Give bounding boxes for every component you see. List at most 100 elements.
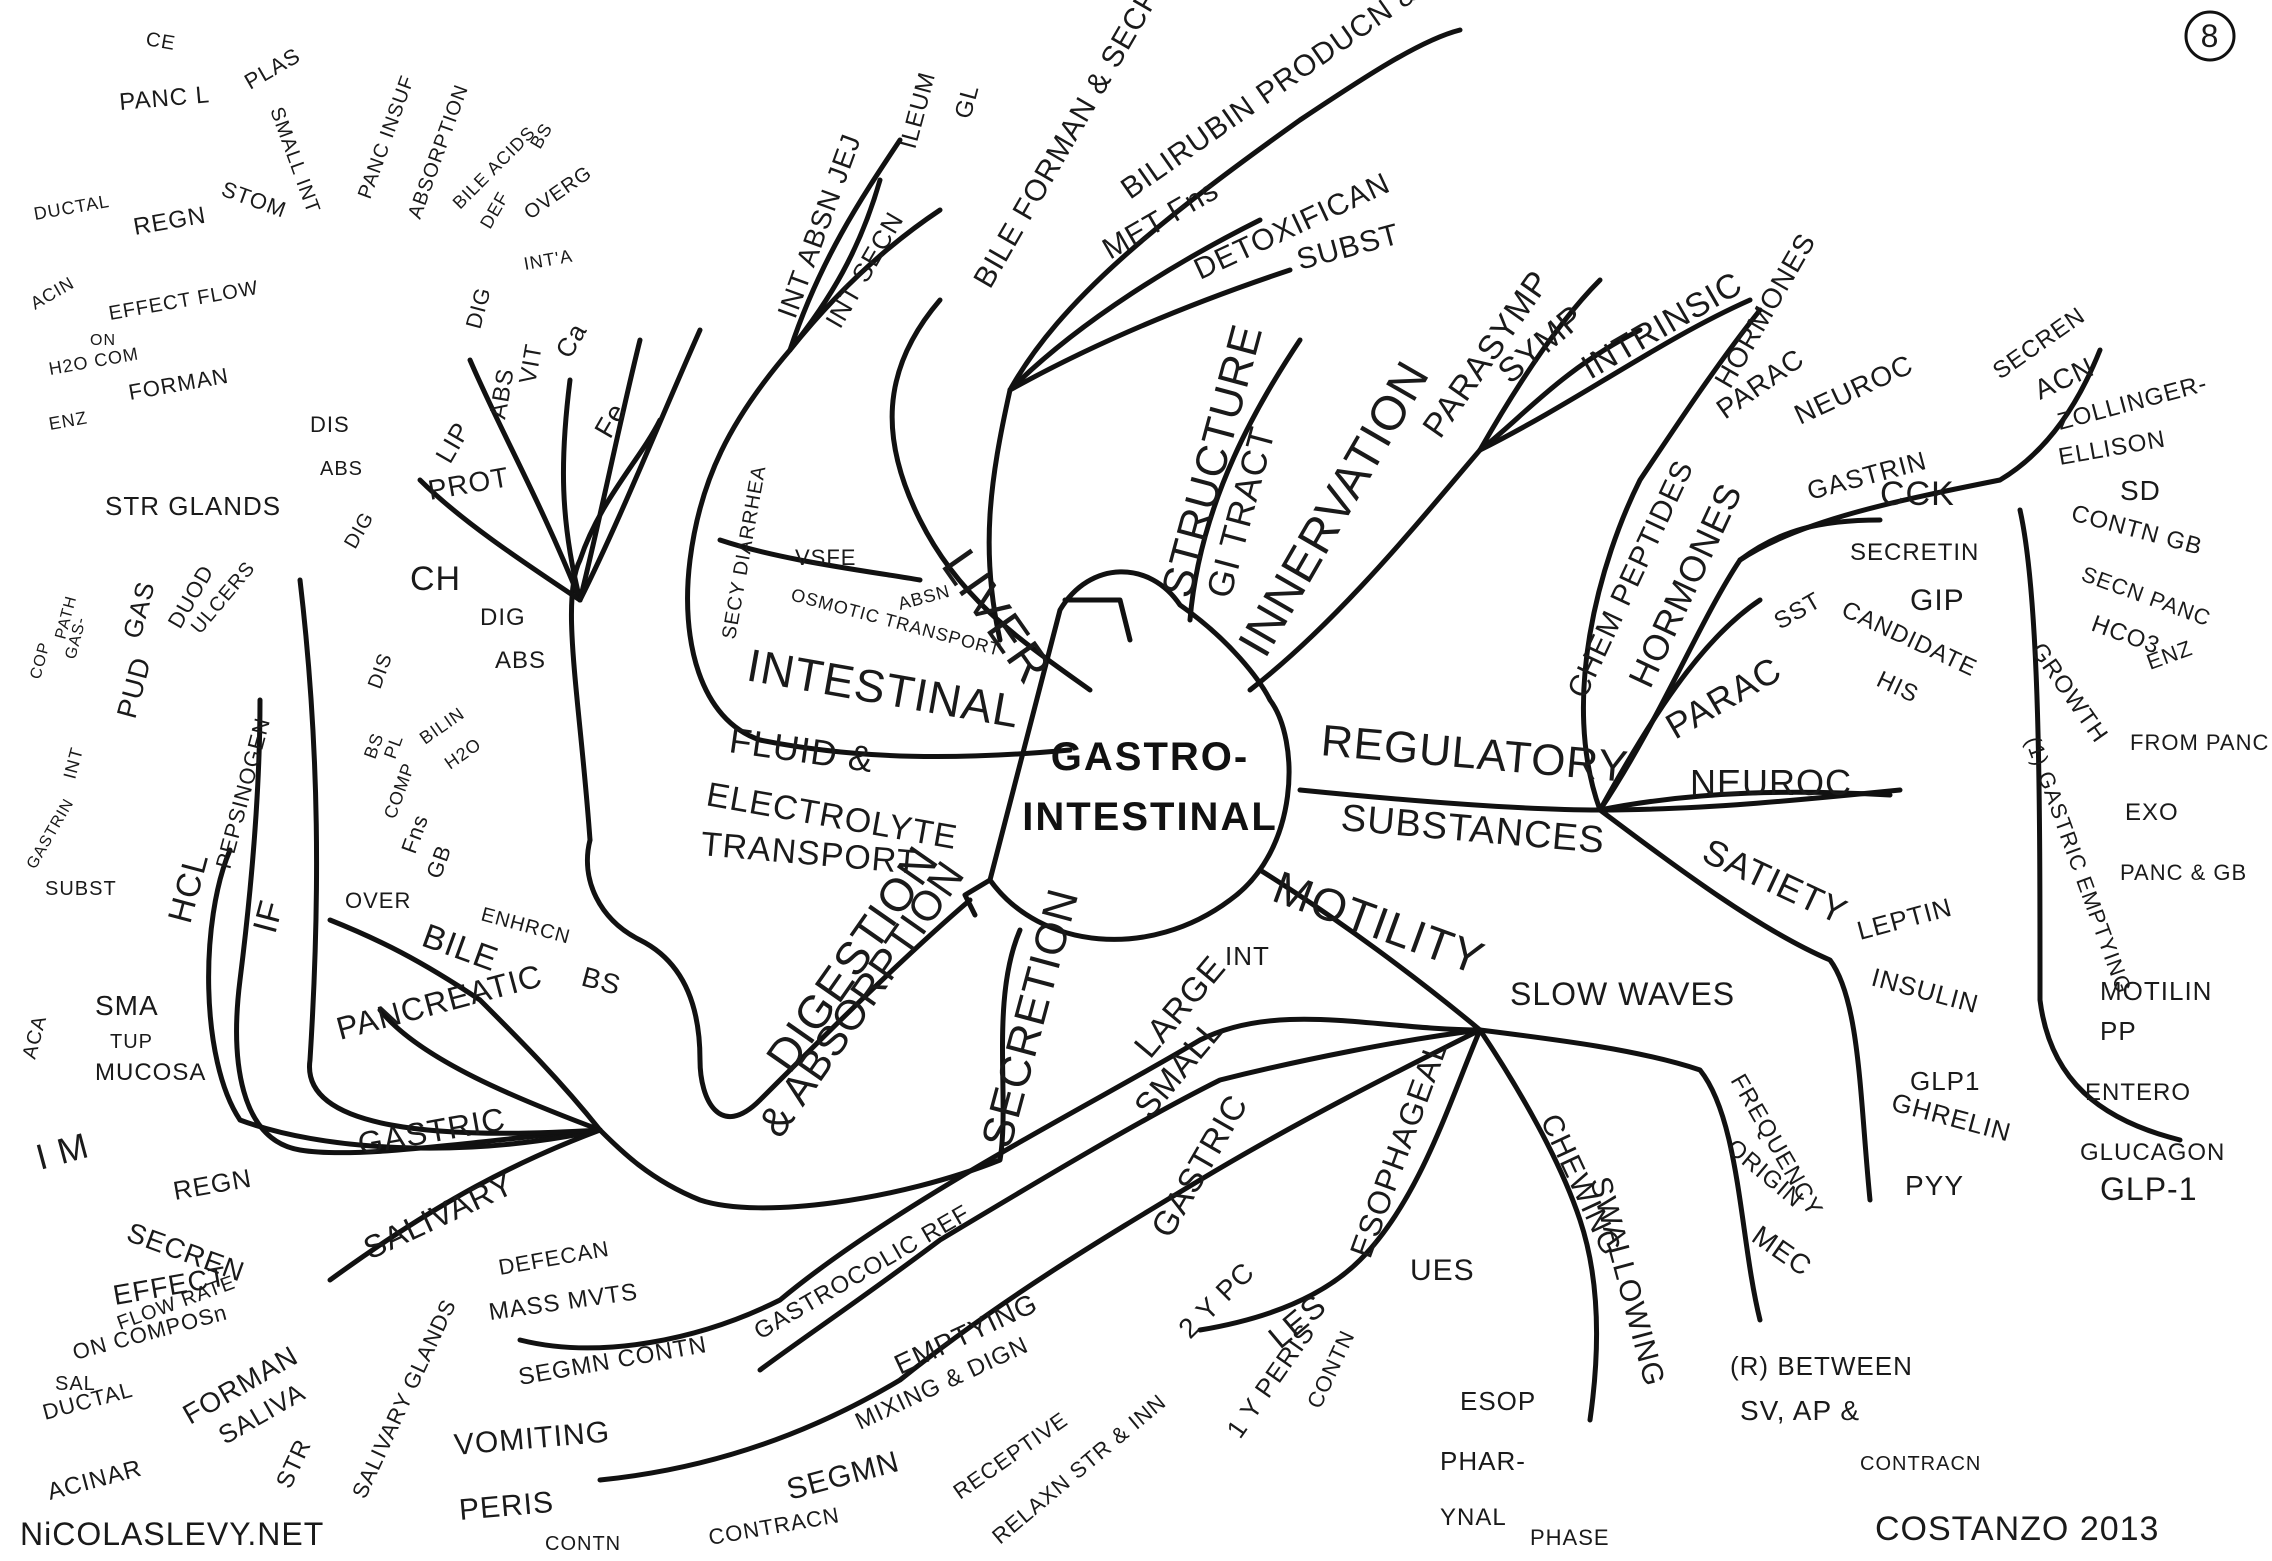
sec-sal: SAL bbox=[55, 1373, 96, 1395]
dig-dis: DIS bbox=[364, 650, 397, 692]
dig-abs3: ABS bbox=[484, 366, 519, 421]
sec-pepsinogen: PEPSINOGEN bbox=[211, 715, 275, 872]
sec-acinar: ACINAR bbox=[45, 1455, 145, 1506]
center-hub: GASTRO- INTESTINAL bbox=[962, 569, 1292, 942]
reg-panc-gb: PANC & GB bbox=[2120, 860, 2247, 885]
reg-insulin: INSULIN bbox=[1868, 962, 1982, 1019]
mot-relax: RELAXN STR & INN bbox=[987, 1389, 1171, 1549]
sec-h2o: H2O bbox=[441, 734, 485, 773]
dig-panc-insuf: PANC INSUF bbox=[354, 72, 419, 201]
page-number-circle bbox=[2184, 10, 2236, 62]
sec-sma: SMA bbox=[95, 990, 159, 1021]
reg-his: HIS bbox=[1872, 666, 1922, 709]
sec-forman: FORMAN bbox=[127, 363, 231, 405]
digestion-line2: & ABSORPTION bbox=[749, 852, 974, 1145]
sec-im: I M bbox=[31, 1124, 93, 1177]
reg-contn-gb: CONTN GB bbox=[2068, 500, 2205, 561]
dig-dis2: DIS bbox=[310, 412, 350, 437]
intestinal-vsfe: VSFE bbox=[795, 545, 856, 570]
sec-bs: BS bbox=[578, 961, 624, 1001]
dig-def: DEF bbox=[476, 188, 513, 232]
reg-motilin: MOTILIN bbox=[2100, 976, 2212, 1006]
sec-salivary: SALIVARY bbox=[358, 1165, 520, 1266]
reg-glp1: GLP-1 bbox=[2100, 1171, 2197, 1207]
page-number: 8 bbox=[2201, 18, 2220, 54]
mot-slow-waves: SLOW WAVES bbox=[1510, 976, 1735, 1012]
motility-sublabels: SLOW WAVES FREQUENCY ORIGIN MEC (R) BETW… bbox=[453, 941, 1981, 1555]
sec-regn2: REGN bbox=[171, 1163, 254, 1206]
mot-segm-contn: SEGMN CONTN bbox=[516, 1331, 709, 1391]
reg-entero: ENTERO bbox=[2085, 1079, 2191, 1106]
credit-left: NiCOLASLEVY.NET bbox=[20, 1516, 324, 1552]
sec-str-glands: STR GLANDS bbox=[105, 491, 281, 521]
reg-leptin: LEPTIN bbox=[1854, 892, 1955, 946]
reg-neuroc-top: NEUROC bbox=[1789, 349, 1918, 431]
mot-defecan: DEFECAN bbox=[497, 1236, 612, 1280]
dig-pancl: PANC L bbox=[118, 81, 211, 116]
sec-int: INT bbox=[60, 745, 88, 781]
mot-mec: MEC bbox=[1747, 1220, 1818, 1283]
mot-zypc: 2 Y PC bbox=[1172, 1256, 1260, 1344]
reg-sst: SST bbox=[1770, 587, 1827, 635]
dig-ce: CE bbox=[144, 28, 177, 55]
sec-pud: PUD bbox=[111, 654, 157, 722]
sec-gastric: GASTRIC bbox=[355, 1101, 508, 1162]
sec-over: OVER bbox=[345, 888, 411, 913]
fluid-line1: FLUID & bbox=[727, 719, 876, 780]
sec-salivary-glands: SALIVARY GLANDS bbox=[347, 1295, 461, 1502]
branch-lines bbox=[206, 27, 2183, 1483]
center-line2: INTESTINAL bbox=[1022, 795, 1278, 839]
sec-gas: GAS bbox=[117, 578, 161, 642]
dig-over: OVERG bbox=[520, 162, 596, 224]
sec-hcl: HCL bbox=[161, 849, 216, 927]
mot-mass-mvts: MASS MVTS bbox=[487, 1278, 640, 1326]
sec-fns: Fns bbox=[396, 811, 433, 857]
dig-bs: BS bbox=[526, 119, 556, 152]
dig-dig2: DIG bbox=[340, 508, 378, 552]
sec-bilin: BILIN bbox=[416, 703, 468, 748]
dig-prot: PROT bbox=[426, 461, 512, 506]
sec-cop: COP bbox=[27, 640, 53, 681]
mot-between: (R) BETWEEN bbox=[1730, 1351, 1913, 1381]
dig-stom: STOM bbox=[218, 176, 290, 222]
reg-satiety: SATIETY bbox=[1697, 830, 1854, 932]
mot-gastrocolic: GASTROCOLIC REF bbox=[750, 1200, 975, 1346]
sec-ductal: DUCTAL bbox=[32, 191, 111, 224]
mot-contn2: CONTN bbox=[545, 1533, 621, 1555]
dig-dig: DIG bbox=[480, 604, 526, 631]
mot-phase: PHASE bbox=[1530, 1525, 1610, 1550]
sec-tup: TUP bbox=[110, 1031, 153, 1053]
reg-glucagon: GLUCAGON bbox=[2080, 1139, 2225, 1166]
liver-bile-forman: BILE FORMAN & SECREN bbox=[967, 0, 1188, 293]
dig-inta: INT'A bbox=[522, 246, 574, 274]
mot-peris: PERIS bbox=[458, 1486, 556, 1527]
reg-pp: PP bbox=[2100, 1016, 2137, 1046]
mot-contracn2: CONTRACN bbox=[707, 1502, 842, 1550]
center-line1: GASTRO- bbox=[1051, 735, 1249, 779]
mot-contracn: CONTRACN bbox=[1860, 1453, 1981, 1475]
branch-liver: LIVER bbox=[931, 539, 1063, 694]
dig-ca: Ca bbox=[549, 317, 593, 363]
mot-vomiting: VOMITING bbox=[453, 1415, 612, 1462]
dig-abs2: ABS bbox=[320, 458, 363, 480]
mot-ues: UES bbox=[1410, 1254, 1475, 1287]
reg-gip: GIP bbox=[1910, 584, 1965, 617]
liver-bilirubin: BILIRUBIN PRODUCN & EXCN bbox=[1115, 0, 1503, 206]
sec-if: IF bbox=[246, 896, 291, 937]
reg-glp1b: GLP1 bbox=[1910, 1066, 1981, 1096]
dig-lip: LIP bbox=[429, 417, 476, 468]
mot-int: INT bbox=[1225, 941, 1270, 971]
reg-exo: EXO bbox=[2125, 799, 2179, 826]
reg-cck: CCK bbox=[1880, 475, 1955, 513]
reg-sd: SD bbox=[2120, 475, 2161, 506]
reg-neuroc: NEUROC bbox=[1690, 762, 1852, 803]
intestinal-absn: ABSN bbox=[896, 581, 952, 614]
reg-from-panc: FROM PANC bbox=[2130, 730, 2269, 755]
dig-dig3: DIG bbox=[461, 284, 496, 331]
sec-gastrin: GASTRIN bbox=[24, 796, 78, 872]
reg-secretin: SECRETIN bbox=[1850, 539, 1979, 566]
reg-pyy: PYY bbox=[1905, 1170, 1964, 1201]
dig-plas: PLAS bbox=[240, 43, 305, 95]
sec-str: STR bbox=[271, 1435, 317, 1493]
